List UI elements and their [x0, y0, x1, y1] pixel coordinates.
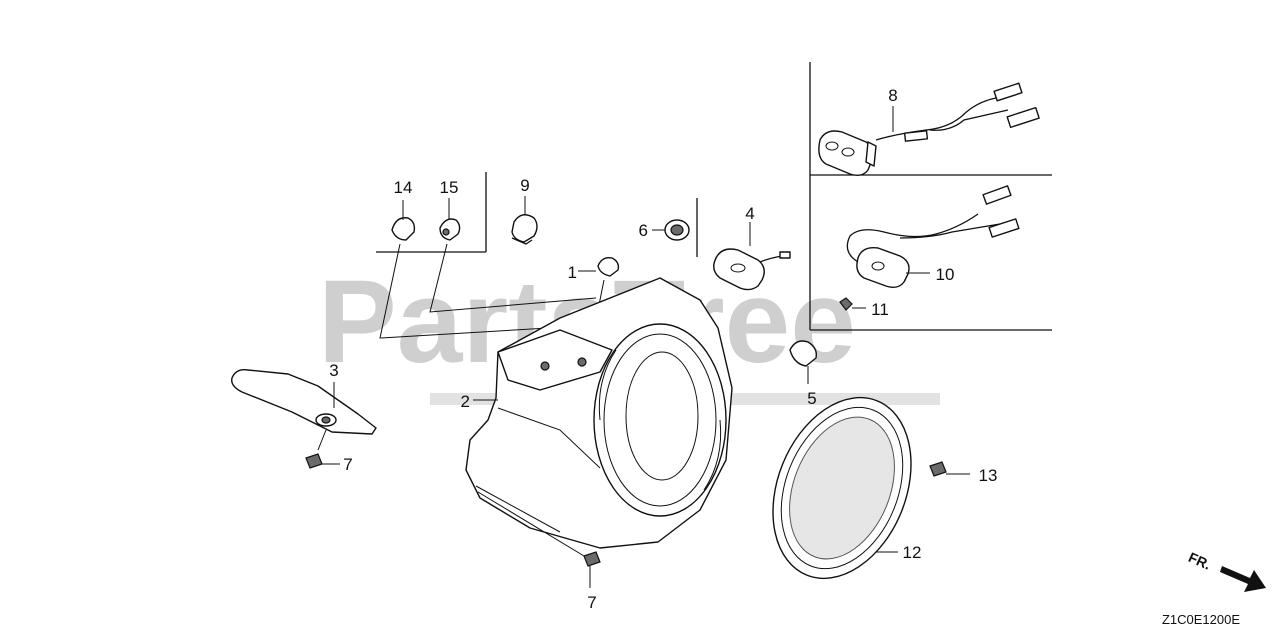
- callout-13: 13: [979, 466, 998, 485]
- part-2-fan-shroud: [465, 277, 733, 549]
- callout-12: 12: [903, 543, 922, 562]
- part-3-guide-plate: [231, 368, 377, 435]
- part-6-grommet: [652, 219, 690, 241]
- callout-9: 9: [520, 176, 529, 195]
- part-7-bolt-bottom: [477, 491, 601, 588]
- variant-box-frame: [809, 62, 1052, 331]
- diagram-code: Z1C0E1200E: [1162, 612, 1240, 627]
- callout-4: 4: [745, 204, 754, 223]
- callout-labels: 1 2 3 4 5 6 7 7 8 9 10 11 12 13 14 15: [329, 86, 997, 612]
- callout-1: 1: [568, 263, 577, 282]
- part-7-bolt-left: [305, 429, 340, 469]
- callout-15: 15: [440, 178, 459, 197]
- callout-6: 6: [639, 221, 648, 240]
- callout-10: 10: [936, 265, 955, 284]
- part-8-sensor-harness: [818, 82, 1040, 177]
- part-5-clip: [789, 340, 818, 384]
- part-10-sensor: [846, 185, 1020, 289]
- part-14-clip: [391, 200, 416, 241]
- arrow-icon: [1220, 566, 1266, 592]
- part-12-screen: [772, 396, 912, 580]
- callout-14: 14: [394, 178, 413, 197]
- callout-2: 2: [461, 392, 470, 411]
- clip-group-frame: [376, 172, 487, 253]
- part-11-screw: [839, 297, 866, 311]
- callout-7-bottom: 7: [587, 593, 596, 612]
- part-9-clamp: [511, 196, 538, 245]
- callout-11: 11: [871, 300, 889, 319]
- part-13-bolt: [929, 461, 970, 477]
- callout-5: 5: [807, 389, 816, 408]
- part-4-sensor: [713, 222, 791, 291]
- front-direction-indicator: FR.: [1186, 549, 1266, 592]
- callout-7-left: 7: [343, 455, 352, 474]
- callout-3: 3: [329, 361, 338, 380]
- part-15-clip: [439, 198, 461, 241]
- clip-leader-lines: [379, 243, 597, 339]
- direction-label: FR.: [1186, 549, 1213, 573]
- callout-8: 8: [888, 86, 897, 105]
